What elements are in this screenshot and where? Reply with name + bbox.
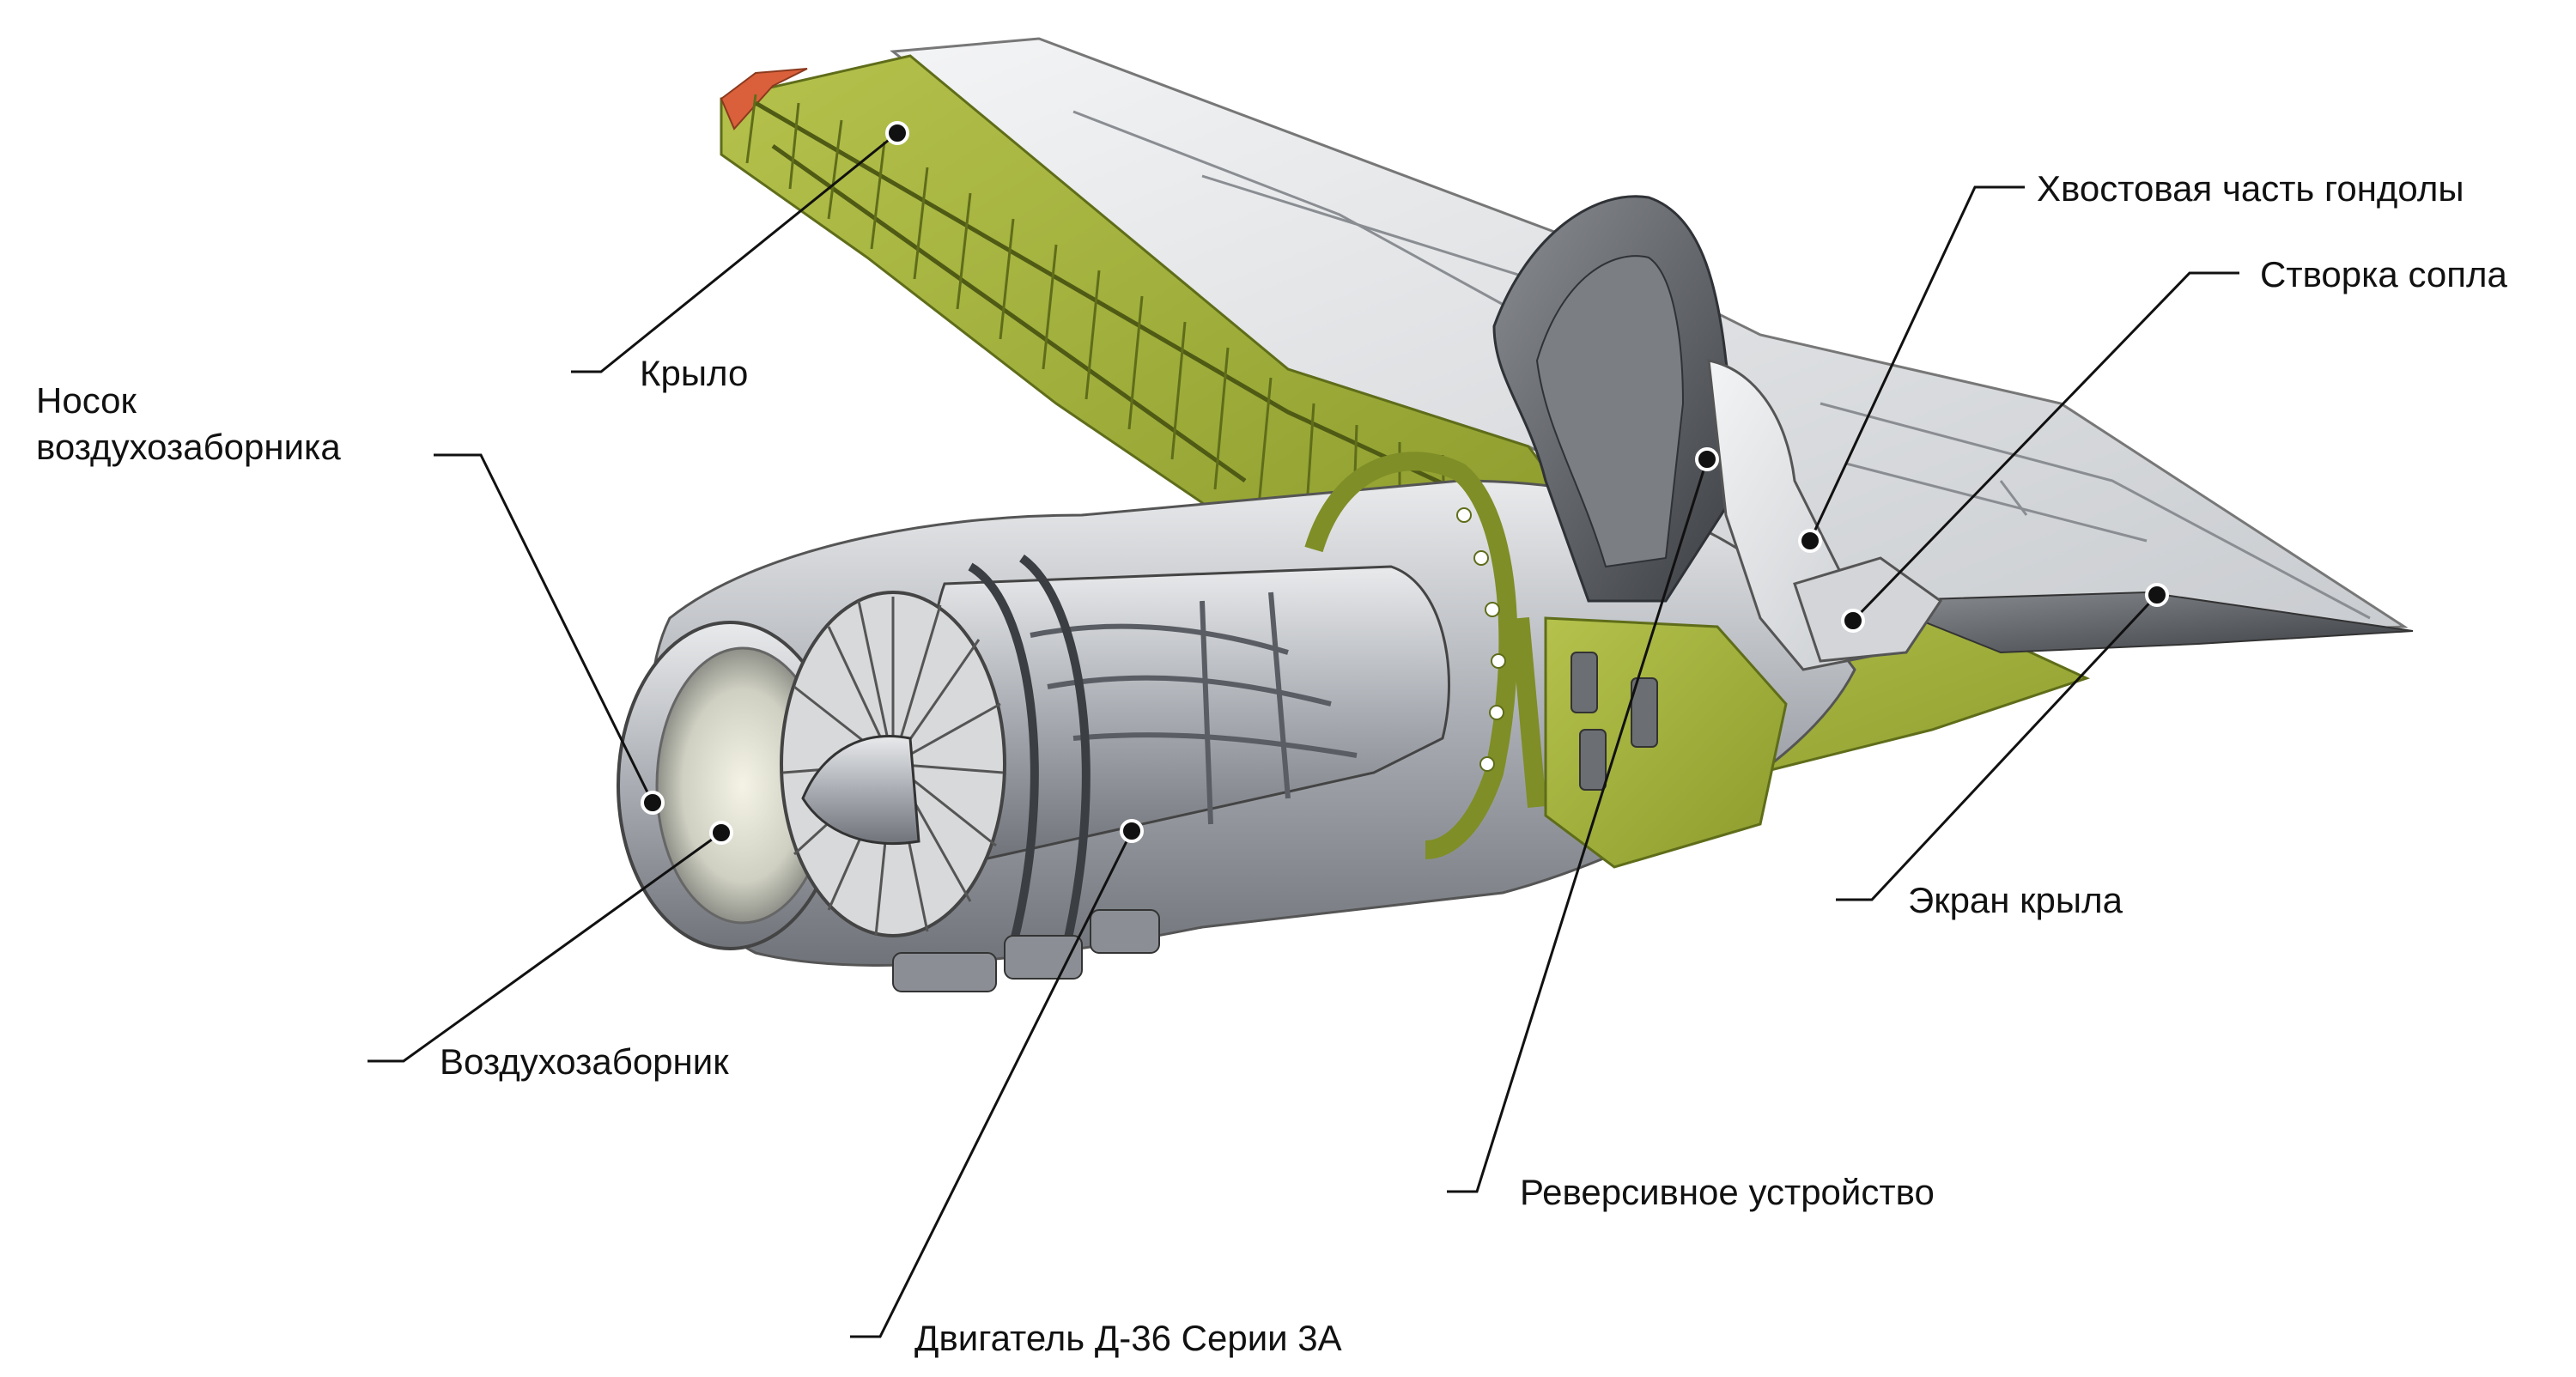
leader-dot-reverser [1695, 447, 1719, 471]
reverser-structure [1544, 616, 1788, 869]
label-engine: Двигатель Д-36 Серии 3А [914, 1318, 1342, 1358]
leader-line-wing-shield [1836, 593, 2159, 901]
leader-dot-wing-shield [2145, 583, 2169, 607]
label-inlet-lip-line2: воздухозаборника [36, 426, 341, 467]
nacelle-frames [1304, 452, 1546, 859]
leader-lines [368, 131, 2239, 1338]
label-reverser: Реверсивное устройство [1520, 1172, 1935, 1212]
leader-dots [641, 121, 2169, 845]
fan-case [968, 554, 1091, 955]
leader-line-nozzle-flap [1851, 271, 2239, 622]
label-wing-shield: Экран крыла [1908, 880, 2123, 920]
leader-line-inlet-lip [434, 453, 654, 804]
leader-line-engine [850, 830, 1133, 1338]
leader-line-inlet [368, 831, 722, 1063]
wing-spars [754, 100, 1513, 518]
wing-ribs [745, 94, 1449, 580]
leader-dot-nacelle-tail [1798, 529, 1822, 553]
label-inlet-lip-line1: Носок [36, 380, 137, 421]
wing-shield-strip [1871, 591, 2414, 654]
label-nozzle-flap: Створка сопла [2260, 254, 2507, 294]
nozzle-flap [1793, 556, 1943, 663]
leader-line-wing [571, 131, 898, 373]
wing-flap-lines [1072, 110, 2371, 620]
fan-spinner [801, 735, 920, 846]
leader-dot-inlet [709, 821, 733, 845]
wing-leading-edge [720, 68, 808, 130]
label-wing: Крыло [640, 353, 749, 393]
label-inlet-lip: Носок воздухозаборника [36, 378, 341, 470]
leader-dot-engine [1120, 819, 1144, 843]
leader-dot-nozzle-flap [1841, 609, 1865, 633]
leader-line-nacelle-tail [1808, 185, 2025, 542]
nacelle-frame-holes [1456, 507, 1506, 772]
reverser-blocks [1571, 652, 1658, 791]
leader-dot-wing [885, 121, 909, 145]
leader-dot-inlet-lip [641, 791, 665, 815]
leader-line-reverser [1447, 458, 1709, 1193]
reverser-door-inner [1535, 255, 1685, 568]
label-nacelle-tail: Хвостовая часть гондолы [2037, 168, 2464, 209]
label-inlet: Воздухозаборник [440, 1041, 729, 1082]
